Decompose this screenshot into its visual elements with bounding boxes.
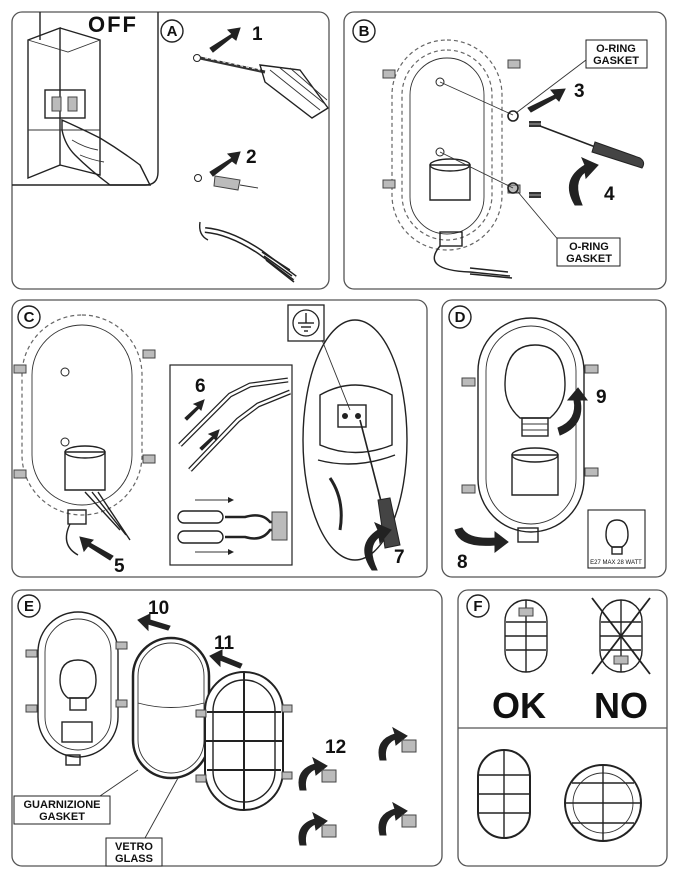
o-ring-bottom-line2: GASKET bbox=[566, 253, 612, 265]
bulb-icon bbox=[605, 519, 629, 555]
gasket-label-en: GASKET bbox=[39, 811, 85, 823]
step-5-arrow bbox=[79, 536, 114, 561]
step-11-arrow bbox=[209, 649, 243, 669]
step-3-label: 3 bbox=[574, 81, 585, 102]
cable-icon bbox=[198, 221, 297, 283]
round-cage-variant bbox=[564, 764, 642, 842]
panel-d-letter: D bbox=[455, 309, 466, 326]
drill-icon bbox=[199, 56, 330, 119]
lamp-base-exploded bbox=[382, 39, 521, 279]
step-7-label: 7 bbox=[394, 547, 405, 568]
earth-ground-icon bbox=[292, 309, 320, 337]
step-2-label: 2 bbox=[246, 147, 257, 168]
panel-f: F OK NO bbox=[457, 589, 668, 867]
cage-wrong-orientation bbox=[591, 597, 651, 675]
bulb-spec-text: E27 MAX 28 WATT bbox=[590, 560, 642, 566]
circuit-breaker-icon bbox=[27, 12, 101, 180]
panel-a-letter: A bbox=[167, 23, 178, 40]
wall-plug-icon bbox=[213, 175, 259, 191]
step-8-label: 8 bbox=[457, 552, 468, 573]
gasket-label-it: GUARNIZIONE bbox=[24, 799, 101, 811]
step-5-label: 5 bbox=[114, 556, 125, 577]
panel-d: D 9 8 bbox=[441, 299, 667, 578]
step-1-arrow bbox=[209, 27, 241, 53]
panel-f-letter: F bbox=[473, 598, 482, 615]
step-11-label: 11 bbox=[214, 633, 235, 654]
protective-cage bbox=[195, 671, 293, 811]
step-2-arrow bbox=[209, 151, 241, 177]
panel-b: B O-RING GASKET bbox=[343, 11, 667, 290]
lamp-with-bulb bbox=[461, 317, 599, 543]
panel-b-letter: B bbox=[359, 23, 370, 40]
o-ring-gasket-bottom: O-RING GASKET bbox=[507, 182, 621, 267]
panel-c-letter: C bbox=[24, 309, 35, 326]
off-label: OFF bbox=[88, 12, 138, 37]
o-ring-bottom-line1: O-RING bbox=[569, 241, 609, 253]
cage-correct-orientation bbox=[504, 599, 548, 673]
step-10-label: 10 bbox=[148, 598, 169, 619]
glass-dome bbox=[131, 636, 211, 780]
step-10-arrow bbox=[137, 613, 171, 632]
o-ring-top-line1: O-RING bbox=[596, 43, 636, 55]
step-3-arrow bbox=[527, 88, 566, 113]
glass-callout: VETRO GLASS bbox=[105, 777, 179, 867]
step-12-label: 12 bbox=[325, 737, 346, 758]
hand-icon bbox=[61, 118, 152, 186]
step-8-arrow bbox=[454, 527, 509, 554]
glass-label-it: VETRO bbox=[115, 841, 153, 853]
step-4-arrow bbox=[568, 157, 599, 206]
gasket-callout: GUARNIZIONE GASKET bbox=[13, 769, 139, 825]
step-9-label: 9 bbox=[596, 387, 607, 408]
o-ring-top-line2: GASKET bbox=[593, 55, 639, 67]
step-6-label: 6 bbox=[195, 376, 206, 397]
step-4-label: 4 bbox=[604, 184, 615, 205]
screw-tighten-icons bbox=[298, 726, 417, 846]
oval-cage-variant bbox=[477, 749, 531, 839]
panel-c: C 5 6 bbox=[11, 299, 428, 578]
screwdriver-icon bbox=[539, 125, 645, 169]
wire-prep-box: 6 bbox=[169, 364, 293, 566]
step-7-arrow bbox=[364, 522, 392, 571]
terminal-closeup bbox=[287, 304, 408, 561]
panel-a: A OFF 1 bbox=[11, 11, 330, 290]
ok-label: OK bbox=[492, 685, 546, 726]
o-ring-gasket-top: O-RING GASKET bbox=[507, 39, 648, 122]
step-9-arrow bbox=[557, 387, 588, 436]
no-label: NO bbox=[594, 685, 648, 726]
cross-mark-icon bbox=[591, 597, 651, 675]
lamp-base-assembled bbox=[25, 611, 128, 766]
bulb-spec-badge: E27 MAX 28 WATT bbox=[587, 509, 646, 569]
panel-e-letter: E bbox=[24, 598, 34, 615]
lamp-base-wiring bbox=[13, 314, 156, 556]
panel-e: E 10 bbox=[11, 589, 443, 867]
screw-icon bbox=[528, 120, 542, 199]
glass-label-en: GLASS bbox=[115, 853, 153, 865]
step-1-label: 1 bbox=[252, 24, 263, 45]
